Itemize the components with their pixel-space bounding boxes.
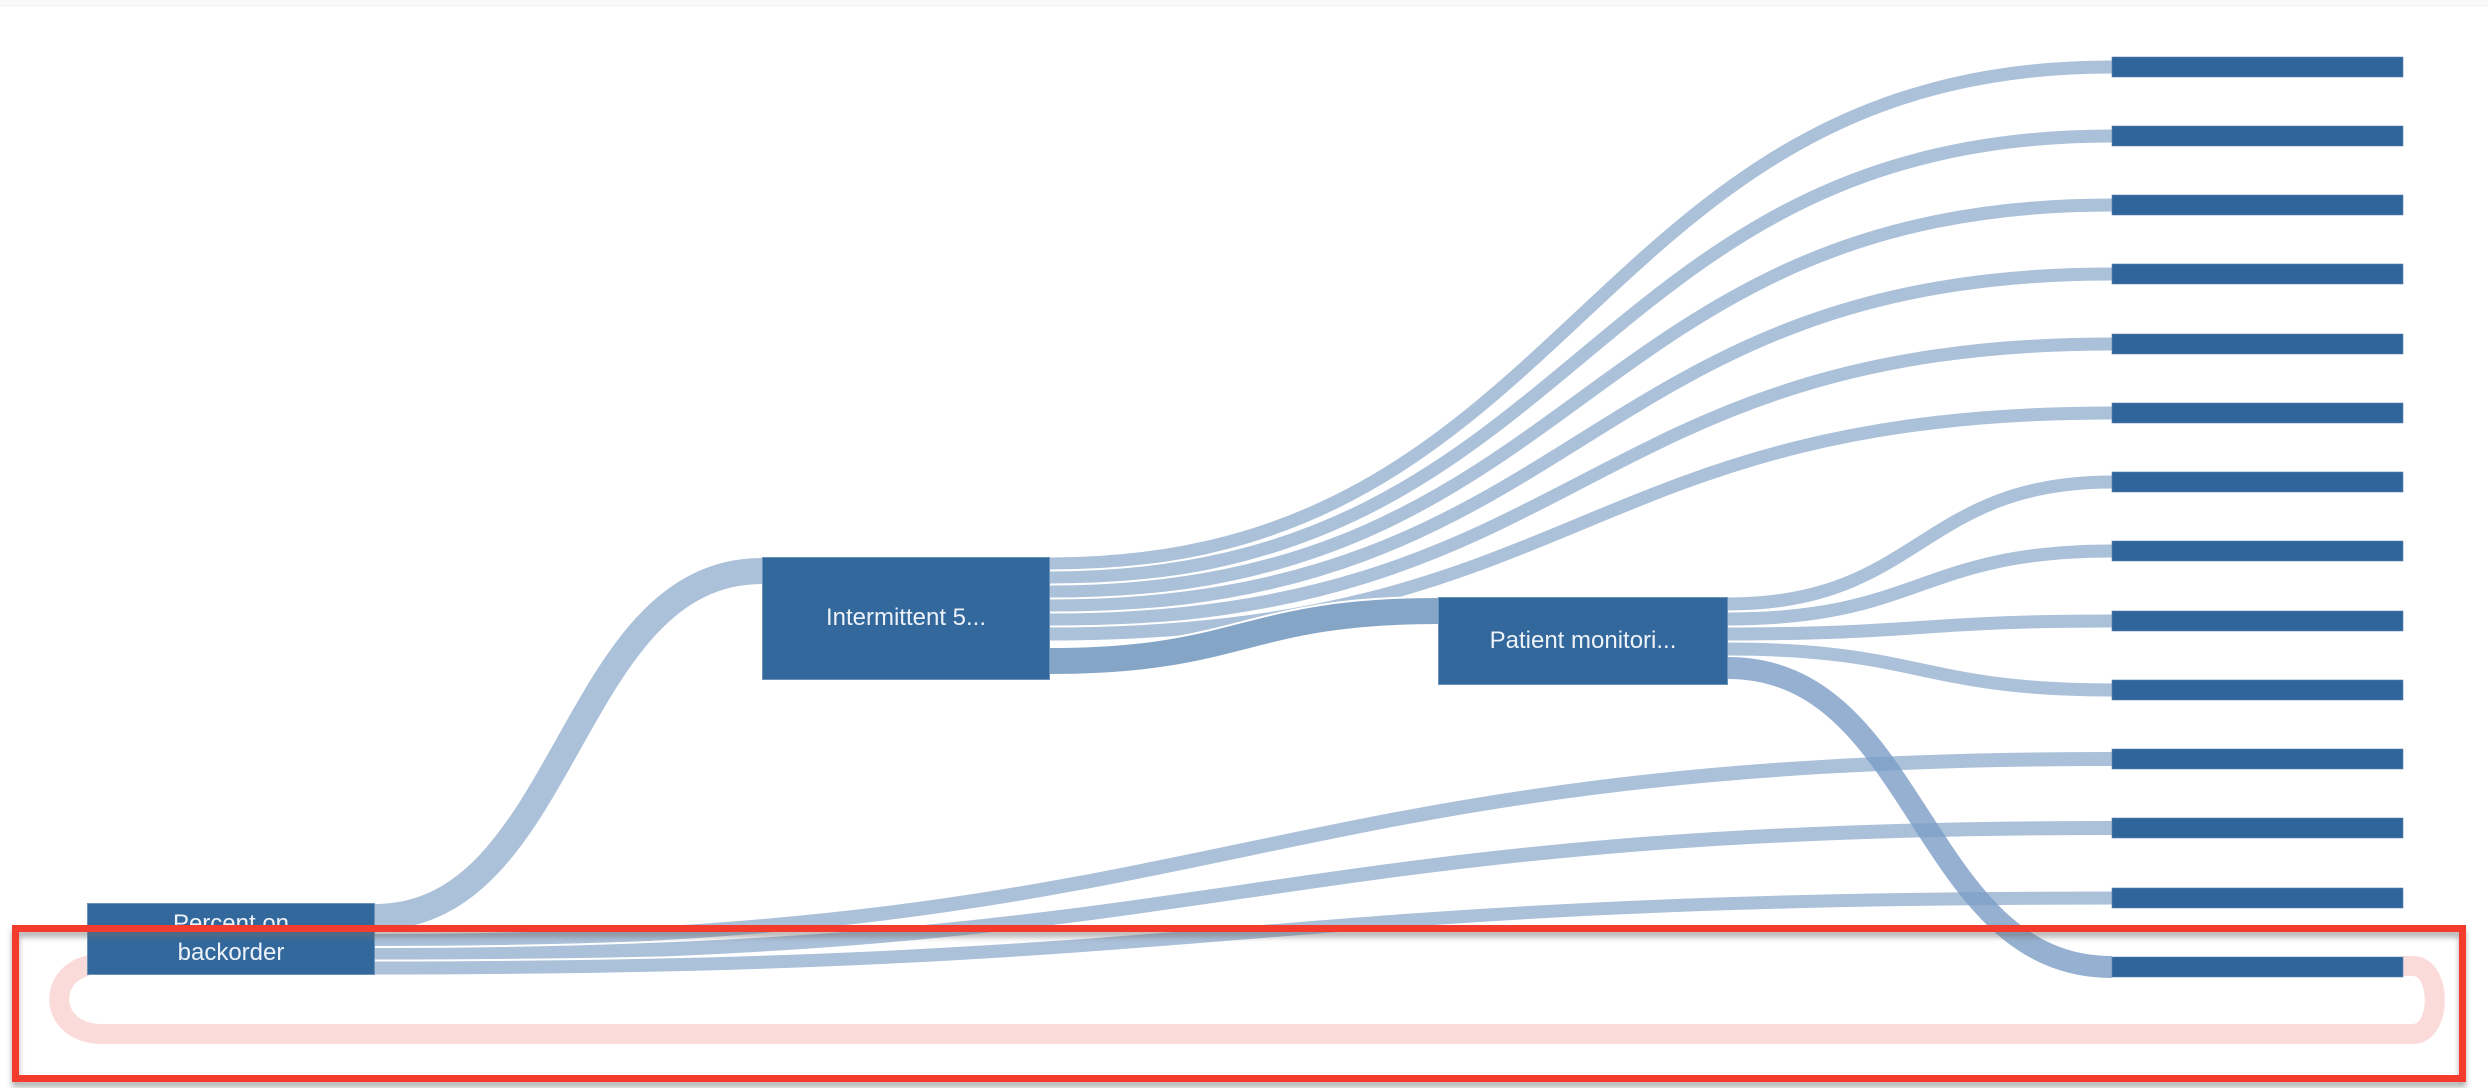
terminal-bar-3[interactable] <box>2111 194 2404 216</box>
link-patient-to-bar-9[interactable] <box>1727 614 2113 641</box>
link-intermittent-to-bar-4[interactable] <box>1049 267 2113 613</box>
node-label: Intermittent 5... <box>825 604 987 632</box>
node-percent-on-backorder[interactable]: Percent on backorder <box>87 903 375 975</box>
link-patient-to-bar-8[interactable] <box>1727 544 2113 626</box>
node-label: Percent on backorder <box>172 910 290 966</box>
terminal-bar-5[interactable] <box>2111 333 2404 355</box>
terminal-bar-1[interactable] <box>2111 56 2404 78</box>
terminal-bar-2[interactable] <box>2111 125 2404 147</box>
terminal-bar-7[interactable] <box>2111 471 2404 493</box>
link-patient-to-bar-10[interactable] <box>1727 642 2113 697</box>
terminal-bar-12[interactable] <box>2111 817 2404 839</box>
link-intermittent-to-bar-2[interactable] <box>1049 129 2113 585</box>
link-intermittent-to-bar-1[interactable] <box>1049 60 2113 571</box>
return-loop-highlight[interactable] <box>49 954 2445 1044</box>
terminal-bar-10[interactable] <box>2111 679 2404 701</box>
link-intermittent-to-bar-5[interactable] <box>1049 337 2113 627</box>
terminal-bar-6[interactable] <box>2111 402 2404 424</box>
link-backorder-to-bar-11[interactable] <box>374 752 2113 948</box>
link-intermittent-to-bar-3[interactable] <box>1049 198 2113 599</box>
window-top-edge <box>0 0 2488 6</box>
terminal-bar-13[interactable] <box>2111 887 2404 909</box>
node-patient-monitoring[interactable]: Patient monitori... <box>1438 597 1728 685</box>
link-patient-to-bar-7[interactable] <box>1727 475 2113 611</box>
link-backorder-to-intermittent[interactable] <box>374 558 763 930</box>
node-label: Patient monitori... <box>1489 626 1677 654</box>
terminal-bar-4[interactable] <box>2111 263 2404 285</box>
terminal-bar-8[interactable] <box>2111 540 2404 562</box>
link-backorder-to-bar-13[interactable] <box>374 891 2113 975</box>
link-intermittent-to-patient[interactable] <box>1049 598 1439 674</box>
terminal-bar-14[interactable] <box>2111 956 2404 978</box>
link-backorder-to-bar-12[interactable] <box>374 821 2113 962</box>
node-intermittent-5[interactable]: Intermittent 5... <box>762 557 1050 680</box>
terminal-bar-11[interactable] <box>2111 748 2404 770</box>
terminal-bar-9[interactable] <box>2111 610 2404 632</box>
link-patient-to-bar-14[interactable] <box>1727 657 2113 978</box>
